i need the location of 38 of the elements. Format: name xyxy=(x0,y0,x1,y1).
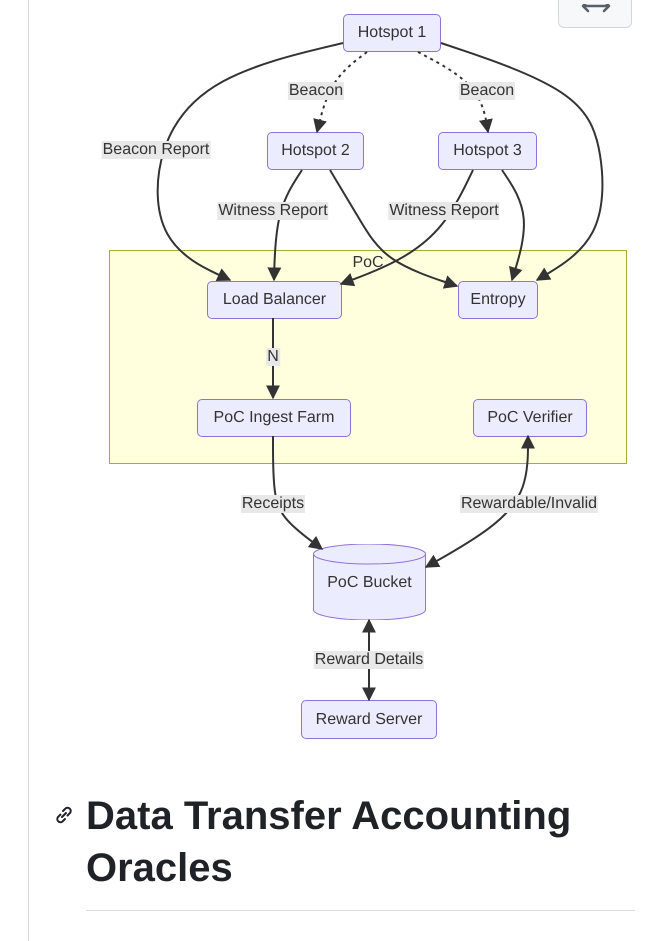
arrow xyxy=(313,51,368,134)
node-label: Hotspot 1 xyxy=(358,24,426,42)
node-label: PoC Ingest Farm xyxy=(214,409,334,427)
process-box xyxy=(301,700,437,739)
node-label: Hotspot 2 xyxy=(281,142,350,160)
arrow xyxy=(440,42,604,281)
process-box xyxy=(438,132,537,170)
section-heading: Data Transfer Accounting Oracles xyxy=(86,793,572,892)
process-box xyxy=(207,281,342,319)
group-box xyxy=(109,250,627,464)
arrow xyxy=(501,169,525,282)
arrow xyxy=(424,434,535,568)
arrow xyxy=(329,169,458,289)
process-box xyxy=(458,281,538,319)
node-label: Load Balancer xyxy=(222,291,326,309)
arrow xyxy=(156,42,344,282)
node-label: PoC Bucket xyxy=(327,574,412,592)
arrow xyxy=(340,170,474,286)
edge-label: Reward Details xyxy=(314,651,424,669)
process-box xyxy=(197,399,351,437)
arrow xyxy=(266,318,280,400)
edge-label: Witness Report xyxy=(217,202,329,220)
process-box xyxy=(267,132,364,170)
edge-label: Beacon Report xyxy=(102,141,210,159)
node-label: Entropy xyxy=(470,291,526,309)
edge-label: Beacon xyxy=(288,82,344,100)
edge-label: Beacon xyxy=(458,82,516,100)
edge-label: Receipts xyxy=(240,495,306,513)
group-title: PoC xyxy=(352,254,384,272)
node-label: Reward Server xyxy=(316,710,422,728)
process-box xyxy=(473,399,587,437)
edge-label: Witness Report xyxy=(388,202,500,220)
edge-label: N xyxy=(266,348,280,366)
process-box xyxy=(343,14,441,52)
edge-label: Rewardable/Invalid xyxy=(460,495,598,513)
node-label: PoC Verifier xyxy=(487,409,573,427)
node-label: Hotspot 3 xyxy=(453,142,522,160)
arrow xyxy=(418,51,493,134)
